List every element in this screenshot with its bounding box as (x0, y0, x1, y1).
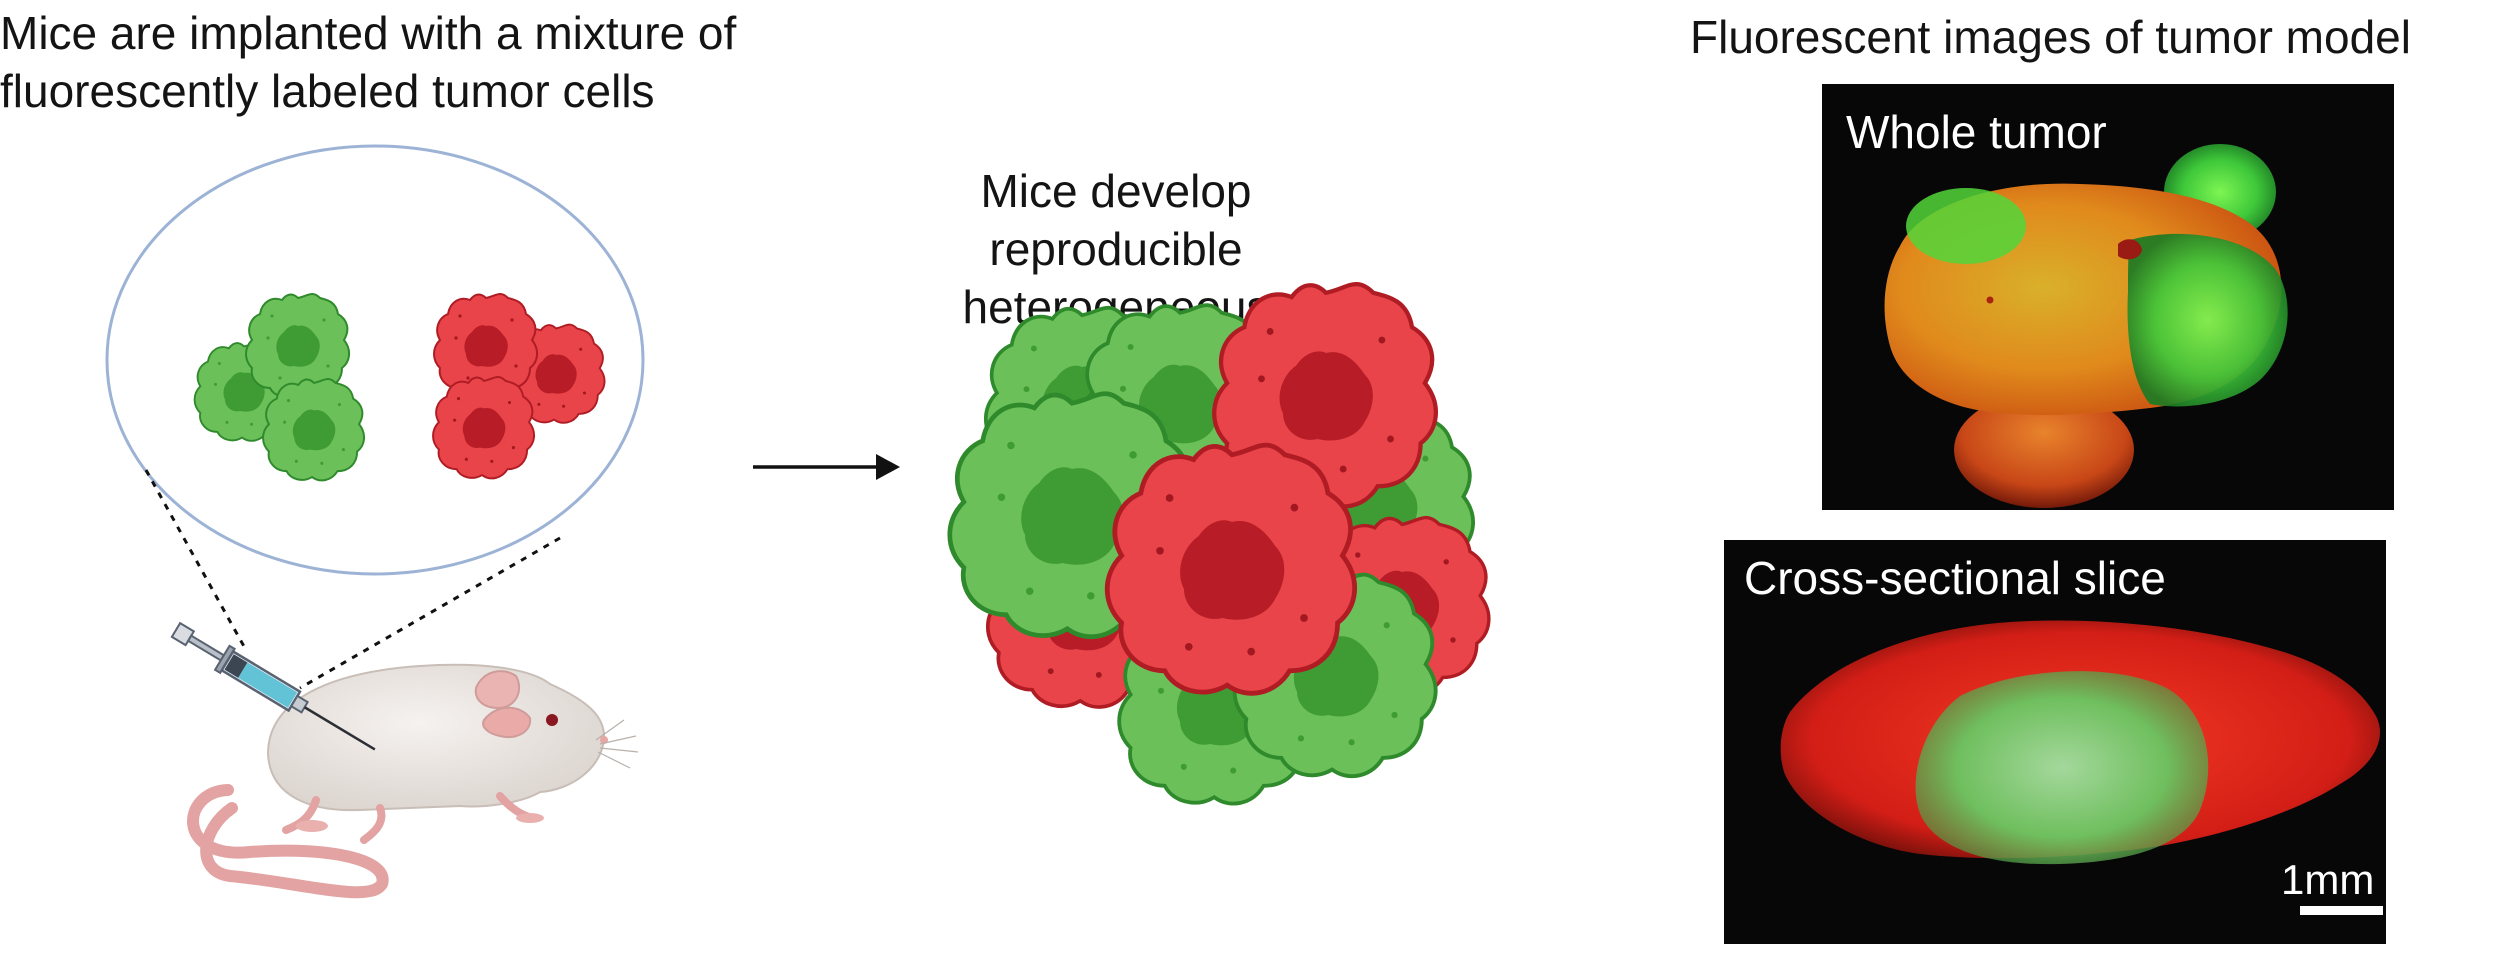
mouse-icon (187, 663, 639, 899)
mid-title-line-1: Mice develop reproducible (980, 165, 1252, 275)
red-cell (433, 377, 534, 478)
cross-section-photo: Cross-sectional slice 1mm (1724, 540, 2386, 944)
left-panel-title: Mice are implanted with a mixture of flu… (0, 4, 736, 120)
whole-tumor-photo: Whole tumor (1822, 84, 2394, 510)
scale-bar-label: 1mm (2281, 856, 2374, 903)
tumor-cell-cluster (950, 284, 1489, 804)
red-cell-cluster (433, 294, 604, 478)
green-cell-cluster (195, 294, 364, 480)
left-title-line-1: Mice are implanted with a mixture of (0, 7, 737, 59)
arrow-icon (753, 454, 900, 480)
syringe-icon (170, 621, 376, 751)
left-title-line-2: fluorescently labeled tumor cells (0, 65, 655, 117)
whole-tumor-label: Whole tumor (1846, 106, 2107, 158)
scale-bar (2300, 906, 2383, 915)
cell-mixture-ellipse (105, 144, 645, 576)
right-panel-title: Fluorescent images of tumor model (1690, 11, 2411, 63)
red-cell (1107, 445, 1354, 693)
green-cell (263, 379, 364, 480)
cross-section-label: Cross-sectional slice (1744, 552, 2166, 604)
zoom-line-right (299, 536, 561, 690)
zoom-line-left (144, 469, 248, 651)
